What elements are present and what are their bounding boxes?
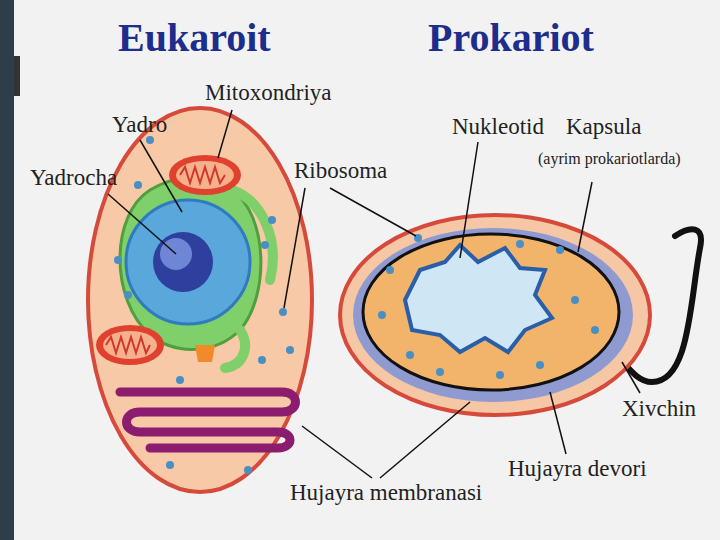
part-name: Kapsula (566, 114, 641, 139)
part-note: (ayrim prokariotlarda) (538, 150, 681, 168)
part-name: Nukleotid (452, 114, 544, 139)
part-name: Mitoxondriya (205, 80, 332, 105)
part-name: Ribosoma (294, 158, 387, 183)
prokaryote-cell (340, 215, 701, 415)
part-name: Yadro (112, 112, 167, 137)
eukaryote-cell (88, 108, 312, 492)
part-name: Hujayra membranasi (290, 480, 482, 505)
side-bar (0, 0, 14, 540)
part-name: Yadrocha (30, 165, 117, 190)
part-name: Hujayra devori (508, 456, 647, 481)
cell-heading: Prokariot (428, 16, 594, 60)
part-name: Xivchin (622, 396, 696, 421)
side-tab (14, 56, 20, 96)
cell-heading: Eukaroit (118, 16, 271, 60)
